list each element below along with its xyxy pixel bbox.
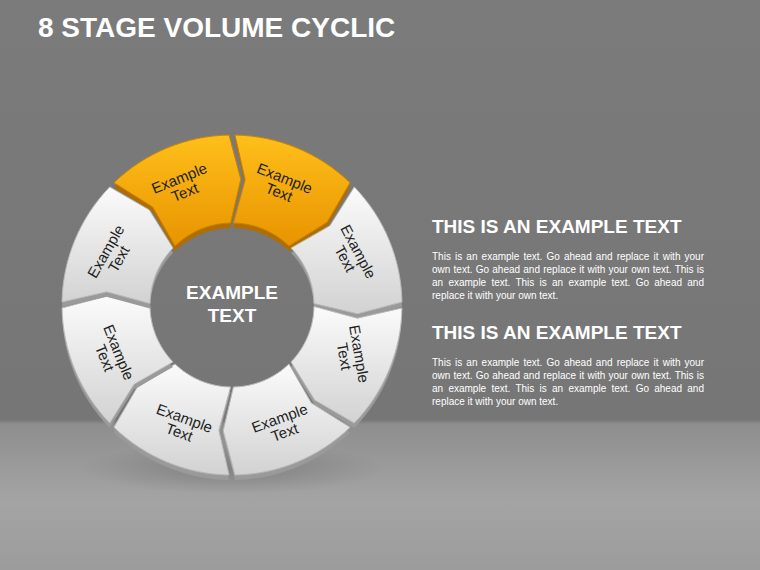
block-heading: THIS IS AN EXAMPLE TEXT xyxy=(432,216,704,238)
block-heading: THIS IS AN EXAMPLE TEXT xyxy=(432,322,704,344)
segment-face xyxy=(291,187,402,314)
cycle-segment: Example Text xyxy=(287,183,405,322)
block-body: This is an example text. Go ahead and re… xyxy=(432,356,704,408)
cycle-segment: Example Text xyxy=(59,183,177,312)
center-label-area: EXAMPLE TEXT xyxy=(167,282,297,328)
cycle-segment: Example Text xyxy=(59,293,177,432)
text-block: THIS IS AN EXAMPLE TEXT This is an exampl… xyxy=(432,322,704,408)
center-label: EXAMPLE TEXT xyxy=(167,282,297,328)
slide-title: 8 STAGE VOLUME CYCLIC xyxy=(38,12,395,44)
segment-face xyxy=(62,187,173,304)
block-body: This is an example text. Go ahead and re… xyxy=(432,250,704,302)
cycle-segment: Example Text xyxy=(220,360,354,483)
segment-face xyxy=(62,296,173,423)
segment-face xyxy=(223,364,350,475)
text-block: THIS IS AN EXAMPLE TEXT This is an exampl… xyxy=(432,216,704,302)
